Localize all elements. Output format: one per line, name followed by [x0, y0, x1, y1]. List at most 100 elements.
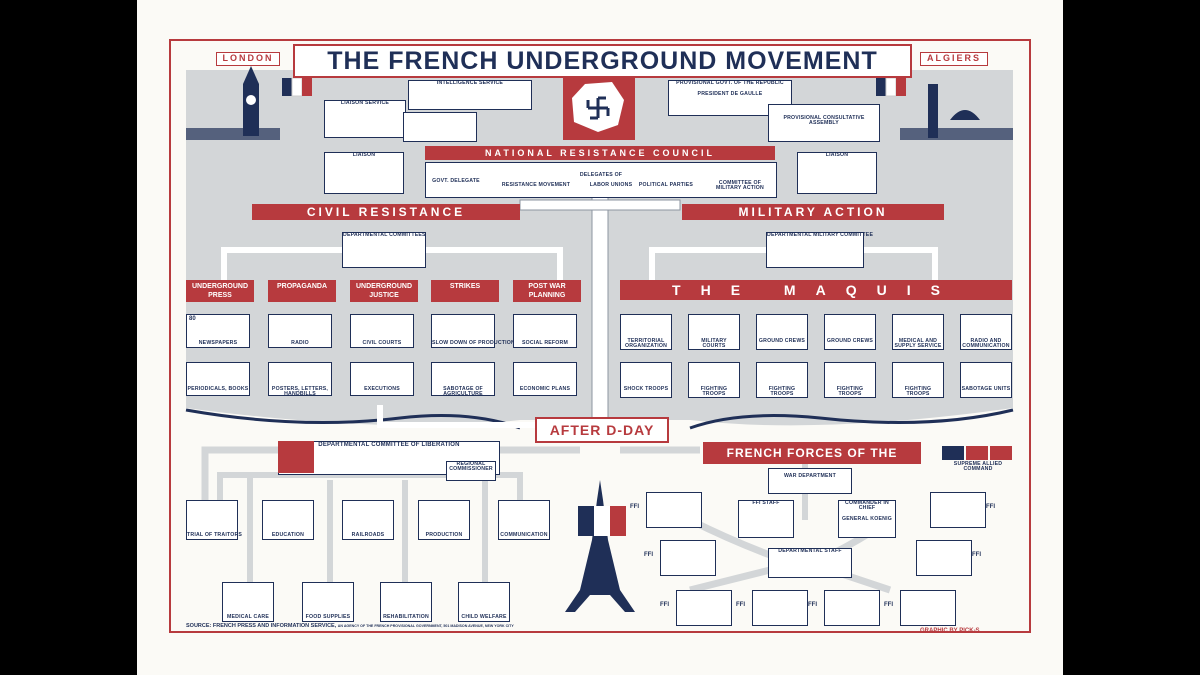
- govt-delegate: GOVT. DELEGATE: [432, 178, 480, 184]
- war-department-label: WAR DEPARTMENT: [784, 473, 836, 480]
- ffi-staff-label: FFI STAFF: [752, 500, 780, 506]
- ffi-banner: FRENCH FORCES OF THE INTERIOR: [703, 442, 921, 482]
- koenig-label: GENERAL KOENIG: [842, 516, 892, 523]
- ffi-tag: FFI: [630, 504, 639, 510]
- civil-column-head: PROPAGANDA: [268, 280, 336, 302]
- liaison-right-label: LIAISON: [825, 152, 849, 158]
- source-text: SOURCE: FRENCH PRESS AND INFORMATION SER…: [186, 623, 514, 630]
- dept-military-box: DEPARTMENTAL MILITARY COMMITTEE: [766, 232, 873, 268]
- liberation-service-box: RAILROADS: [342, 500, 394, 540]
- president-label: PRESIDENT DE GAULLE: [697, 90, 763, 97]
- civil-column-head: UNDERGROUND PRESS: [186, 280, 254, 302]
- civil-bottom-box: PERIODICALS, BOOKS: [186, 362, 250, 396]
- liaison-label: LIAISON SERVICE: [340, 100, 390, 106]
- liberation-service-box: FOOD SUPPLIES: [302, 582, 354, 622]
- dept-committees-label: DEPARTMENTAL COMMITTEES: [343, 232, 426, 238]
- maquis-banner: THE MAQUIS: [620, 280, 1012, 300]
- dept-staff-label: DEPARTMENTAL STAFF: [778, 548, 842, 554]
- ffi-unit-box: [752, 590, 808, 626]
- intelligence-service-box: INTELLIGENCE SERVICE: [408, 80, 532, 110]
- ffi-tag: FFI: [986, 504, 995, 510]
- ffi-unit-box: [646, 492, 702, 528]
- source-detail: AN AGENCY OF THE FRENCH PROVISIONAL GOVE…: [337, 624, 514, 628]
- london-label: LONDON: [216, 52, 280, 66]
- liaison-service-box: LIAISON SERVICE: [324, 100, 406, 138]
- civil-top-box: RADIO: [268, 314, 332, 348]
- provisional-govt-label: PROVISIONAL GOVT. OF THE REPUBLIC: [676, 80, 784, 86]
- maquis-bottom-box: FIGHTING TROOPS: [824, 362, 876, 398]
- civil-top-box: SOCIAL REFORM: [513, 314, 577, 348]
- liberation-title: DEPARTMENTAL COMMITTEE OF LIBERATION: [318, 442, 460, 448]
- assembly-label: PROVISIONAL CONSULTATIVE ASSEMBLY: [783, 114, 865, 127]
- assembly-box: PROVISIONAL CONSULTATIVE ASSEMBLY: [768, 104, 880, 142]
- labor-unions: LABOR UNIONS: [589, 182, 633, 188]
- civil-bottom-box: ECONOMIC PLANS: [513, 362, 577, 396]
- maquis-top-box: TERRITORIAL ORGANIZATION: [620, 314, 672, 350]
- liberation-service-box: TRIAL OF TRAITORS: [186, 500, 242, 540]
- ffi-unit-box: [916, 540, 972, 576]
- civil-bottom-box: POSTERS, LETTERS, HANDBILLS: [268, 362, 332, 397]
- civil-column-head: POST WAR PLANNING: [513, 280, 581, 302]
- nrc-banner: NATIONAL RESISTANCE COUNCIL: [425, 146, 775, 160]
- london-figures-box: [403, 112, 477, 142]
- after-d-day-label: AFTER D-DAY: [535, 417, 669, 443]
- maquis-top-box: MEDICAL AND SUPPLY SERVICE: [892, 314, 944, 350]
- civil-bottom-box: SABOTAGE OF AGRICULTURE: [431, 362, 495, 397]
- ffi-tag: FFI: [972, 552, 981, 558]
- maquis-top-box: MILITARY COURTS: [688, 314, 740, 350]
- ffi-staff-box: FFI STAFF: [738, 500, 794, 538]
- war-department-box: WAR DEPARTMENT: [768, 468, 852, 494]
- ffi-unit-box: [930, 492, 986, 528]
- source-main: SOURCE: FRENCH PRESS AND INFORMATION SER…: [186, 623, 337, 629]
- maquis-bottom-box: SABOTAGE UNITS: [960, 362, 1012, 398]
- algiers-label: ALGIERS: [920, 52, 988, 66]
- maquis-top-box: RADIO AND COMMUNICATION: [960, 314, 1012, 350]
- intelligence-label: INTELLIGENCE SERVICE: [436, 80, 504, 86]
- civil-top-box: CIVIL COURTS: [350, 314, 414, 348]
- commander-box: COMMANDER IN CHIEF GENERAL KOENIG: [838, 500, 896, 538]
- maquis-bottom-box: FIGHTING TROOPS: [892, 362, 944, 398]
- nrc-box: GOVT. DELEGATE DELEGATES OF RESISTANCE M…: [425, 162, 777, 198]
- ffi-tag: FFI: [660, 602, 669, 608]
- liaison-left-label: LIAISON: [352, 152, 376, 158]
- liberation-service-box: MEDICAL CARE: [222, 582, 274, 622]
- liaison-right-box: LIAISON: [797, 152, 877, 194]
- committee-military: COMMITTEE OF MILITARY ACTION: [716, 180, 764, 192]
- liberation-service-box: PRODUCTION: [418, 500, 470, 540]
- ffi-tag: FFI: [644, 552, 653, 558]
- liberation-service-box: CHILD WELFARE: [458, 582, 510, 622]
- france-map-icon: [278, 441, 314, 473]
- political-parties: POLITICAL PARTIES: [638, 182, 694, 188]
- civil-top-box: NEWSPAPERS: [186, 314, 250, 348]
- ffi-tag: FFI: [884, 602, 893, 608]
- civil-top-box: SLOW DOWN OF PRODUCTION: [431, 314, 515, 348]
- page-title: THE FRENCH UNDERGROUND MOVEMENT: [293, 44, 912, 78]
- civil-bottom-box: EXECUTIONS: [350, 362, 414, 396]
- dept-military-label: DEPARTMENTAL MILITARY COMMITTEE: [767, 232, 874, 238]
- maquis-top-box: GROUND CREWS: [756, 314, 808, 350]
- maquis-bottom-box: SHOCK TROOPS: [620, 362, 672, 398]
- civil-column-head: UNDERGROUND JUSTICE: [350, 280, 418, 302]
- newspaper-count: 80: [189, 316, 196, 322]
- ffi-tag: FFI: [808, 602, 817, 608]
- civil-resistance-banner: CIVIL RESISTANCE: [252, 204, 520, 220]
- resistance-movement: RESISTANCE MOVEMENT: [501, 182, 571, 188]
- ffi-unit-box: [660, 540, 716, 576]
- commander-label: COMMANDER IN CHIEF: [845, 500, 889, 512]
- ffi-unit-box: [676, 590, 732, 626]
- liberation-service-box: REHABILITATION: [380, 582, 432, 622]
- maquis-bottom-box: FIGHTING TROOPS: [688, 362, 740, 398]
- dept-committees-box: DEPARTMENTAL COMMITTEES: [342, 232, 426, 268]
- liberation-service-box: EDUCATION: [262, 500, 314, 540]
- dept-staff-box: DEPARTMENTAL STAFF: [768, 548, 852, 578]
- civil-column-head: STRIKES: [431, 280, 499, 302]
- ffi-unit-box: [824, 590, 880, 626]
- credit-text: GRAPHIC BY PICK-S: [920, 628, 980, 634]
- liberation-service-box: COMMUNICATION: [498, 500, 550, 540]
- maquis-bottom-box: FIGHTING TROOPS: [756, 362, 808, 398]
- ffi-unit-box: [900, 590, 956, 626]
- liaison-left-box: LIAISON: [324, 152, 404, 194]
- supreme-allied-label: SUPREME ALLIED COMMAND: [953, 461, 1003, 473]
- delegates-of: DELEGATES OF: [579, 172, 623, 178]
